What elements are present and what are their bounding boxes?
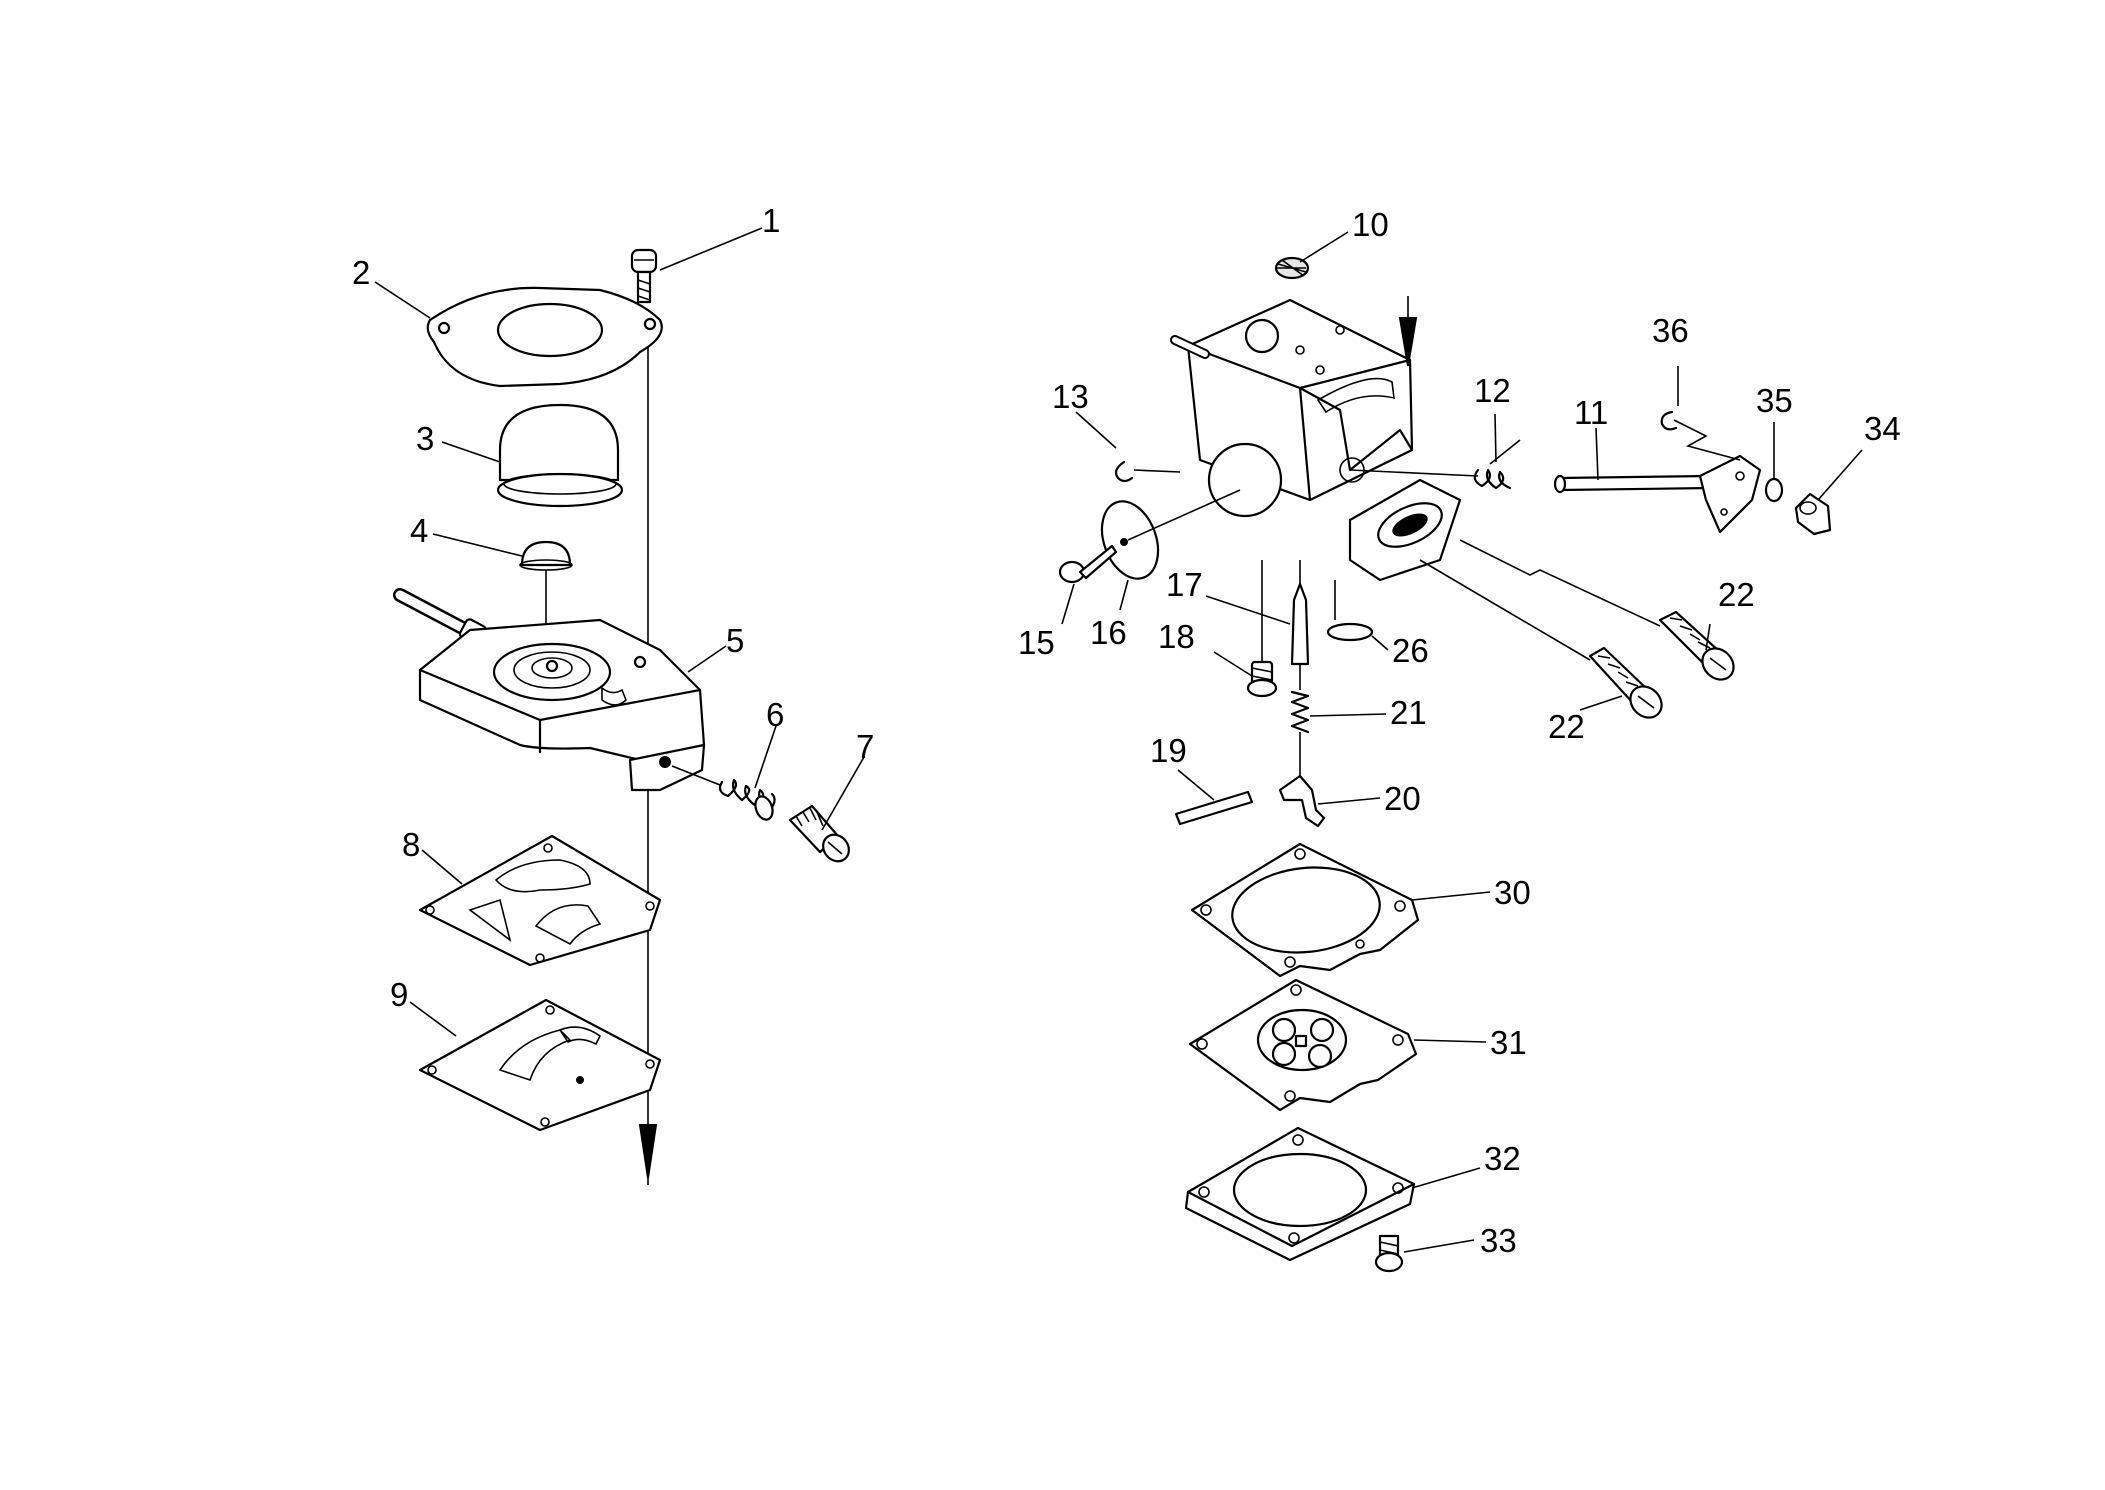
callout-21: 21	[1390, 694, 1427, 731]
callout-12: 12	[1474, 372, 1511, 409]
part-36-e-clip	[1660, 410, 1678, 431]
part-2-cover-plate	[426, 286, 663, 388]
callout-36: 36	[1652, 312, 1689, 349]
part-35-washer	[1764, 477, 1784, 503]
callout-3: 3	[416, 420, 434, 457]
callout-8: 8	[402, 826, 420, 863]
part-26-welch-plug	[1326, 580, 1374, 642]
callout-34: 34	[1864, 410, 1901, 447]
part-11-throttle-shaft	[1553, 454, 1762, 534]
callout-18: 18	[1158, 618, 1195, 655]
callout-2: 2	[352, 254, 370, 291]
part-15-screw	[1058, 544, 1118, 584]
callout-15: 15	[1018, 624, 1055, 661]
axis-arrow-left	[638, 1124, 658, 1179]
part-22-adjustment-screw-lower	[1588, 646, 1663, 719]
callout-32: 32	[1484, 1140, 1521, 1177]
part-12-spring	[1349, 439, 1521, 490]
callout-6: 6	[766, 696, 784, 733]
part-19-pin	[1174, 790, 1254, 826]
callout-9: 9	[390, 976, 408, 1013]
callout-4: 4	[410, 512, 428, 549]
part-17-needle-valve	[1290, 560, 1310, 690]
callout-22-lower: 22	[1548, 708, 1585, 745]
callout-17: 17	[1166, 566, 1203, 603]
callout-35: 35	[1756, 382, 1793, 419]
callout-leaders	[374, 227, 1863, 1253]
carburetor-body	[1170, 296, 1462, 582]
right-assembly	[1058, 256, 1832, 1273]
callout-30: 30	[1494, 874, 1531, 911]
part-33-screw	[1374, 1234, 1404, 1273]
callout-13: 13	[1052, 378, 1089, 415]
part-8-gasket	[418, 834, 662, 967]
part-31-metering-diaphragm	[1188, 978, 1418, 1112]
part-10-filter-screen	[1274, 256, 1310, 280]
part-16-throttle-plate	[1100, 489, 1241, 580]
callout-7: 7	[856, 728, 874, 765]
part-30-gasket	[1190, 842, 1420, 978]
callout-22-upper: 22	[1718, 576, 1755, 613]
part-13-e-clip	[1114, 460, 1134, 483]
left-assembly	[393, 248, 850, 1185]
callout-33: 33	[1480, 1222, 1517, 1259]
part-9-diaphragm-plate	[418, 998, 662, 1132]
callout-labels: 1 2 3 4 5 6 7 8 9 10 11 12 13 15 16 17 1…	[352, 202, 1901, 1259]
part-6-spring	[671, 765, 776, 821]
part-32-cover	[1184, 1126, 1416, 1262]
axis-arrow-right	[1398, 317, 1418, 367]
part-22-adjustment-screw-upper	[1658, 610, 1735, 681]
part-4-check-valve	[519, 540, 573, 665]
part-18-screw	[1246, 560, 1278, 698]
part-5-pump-body	[393, 588, 706, 792]
callout-26: 26	[1392, 632, 1429, 669]
part-1-screw	[630, 248, 658, 304]
callout-19: 19	[1150, 732, 1187, 769]
part-20-metering-lever	[1278, 774, 1326, 828]
part-34-nut	[1794, 492, 1832, 536]
part-3-primer-bulb	[496, 403, 624, 508]
callout-11: 11	[1574, 394, 1608, 431]
callout-1: 1	[762, 202, 780, 239]
callout-20: 20	[1384, 780, 1421, 817]
callout-5: 5	[726, 622, 744, 659]
callout-31: 31	[1490, 1024, 1527, 1061]
callout-16: 16	[1090, 614, 1127, 651]
part-7-screw	[788, 804, 850, 863]
callout-10: 10	[1352, 206, 1389, 243]
